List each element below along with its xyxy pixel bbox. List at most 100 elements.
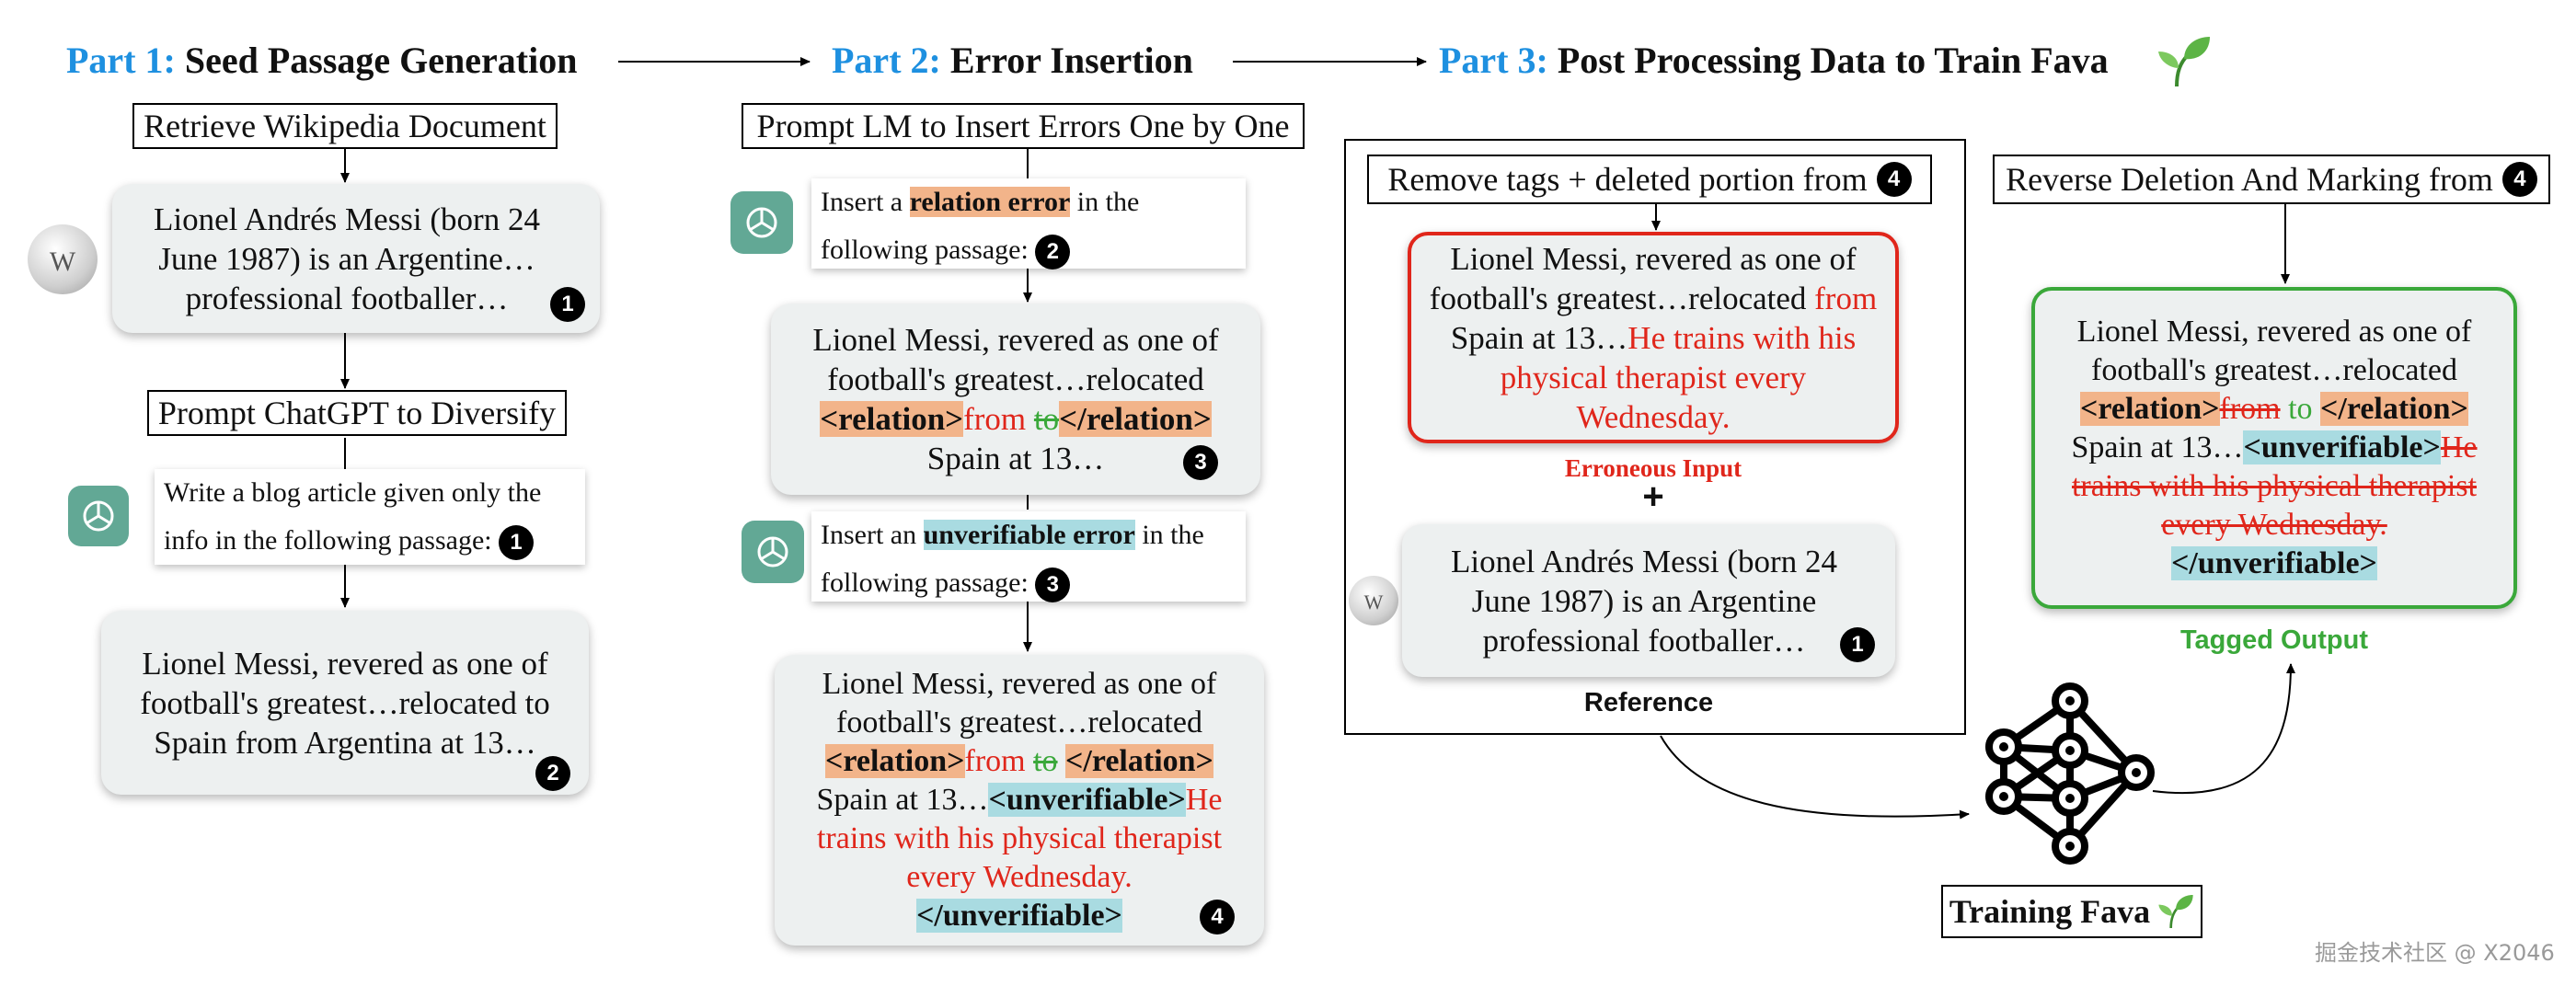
unverifiable-close-tag: </unverifiable> xyxy=(916,899,1122,933)
relation-to-struck: to xyxy=(1033,401,1060,437)
part2-title: Error Insertion xyxy=(949,40,1193,81)
wikipedia-passage-card: Lionel Andrés Messi (born 24 June 1987) … xyxy=(112,184,600,333)
err-line3b: He trains with his xyxy=(1627,319,1857,356)
part1-label: Part 1: xyxy=(66,40,176,81)
sprout-icon xyxy=(2158,37,2210,87)
part3-header: Part 3: Post Processing Data to Train Fa… xyxy=(1439,39,2109,82)
card3-line4: Spain at 13… xyxy=(926,441,1105,476)
number-badge-4: 4 xyxy=(2501,162,2537,197)
card3-line1: Lionel Messi, revered as one of xyxy=(812,322,1219,358)
relation-from-struck: from xyxy=(2219,392,2281,426)
insert-errors-box: Prompt LM to Insert Errors One by One xyxy=(742,103,1305,149)
relation-inserted-card: Lionel Messi, revered as one of football… xyxy=(771,304,1260,495)
relation-from: from xyxy=(964,744,1034,778)
unverifiable-open-tag: <unverifiable> xyxy=(2243,430,2441,464)
svg-text:W: W xyxy=(50,246,76,277)
number-badge-1: 1 xyxy=(499,525,535,561)
unverifiable-error-prompt: Insert an unverifiable error in the foll… xyxy=(811,511,1246,603)
number-badge-3: 3 xyxy=(1035,568,1071,603)
part3-title: Post Processing Data to Train Fava xyxy=(1557,40,2109,81)
err-line1: Lionel Messi, revered as one of xyxy=(1450,240,1857,277)
tagged-output-label: Tagged Output xyxy=(2179,625,2369,655)
part2-header: Part 2: Error Insertion xyxy=(832,39,1193,82)
card4-red2: every Wednesday. xyxy=(906,860,1133,894)
err-line2a: football's greatest…relocated xyxy=(1429,280,1815,316)
relation-to: to xyxy=(2288,392,2313,426)
unverifiable-inserted-card: Lionel Messi, revered as one of football… xyxy=(775,655,1264,946)
relation-error-prompt: Insert a relation error in the following… xyxy=(811,178,1246,270)
training-fava-box: Training Fava xyxy=(1941,885,2202,938)
plus-sign: + xyxy=(1642,476,1664,517)
relation-prompt-pre: Insert a xyxy=(821,187,910,217)
relation-close-tag: </relation> xyxy=(1065,744,1213,778)
number-badge-4: 4 xyxy=(1876,162,1912,197)
card3-line2: football's greatest…relocated xyxy=(827,361,1204,397)
retrieve-wikipedia-box: Retrieve Wikipedia Document xyxy=(132,103,558,149)
number-badge-4: 4 xyxy=(1200,900,1235,934)
part1-title: Seed Passage Generation xyxy=(184,40,578,81)
diversify-prompt-text: Write a blog article given only the info… xyxy=(164,477,542,556)
relation-error-tag: relation error xyxy=(909,187,1071,217)
out-red2-struck: every Wednesday. xyxy=(2161,508,2387,542)
wikipedia-passage-text: Lionel Andrés Messi (born 24 June 1987) … xyxy=(154,201,540,316)
reverse-deletion-box: Reverse Deletion And Marking from 4 xyxy=(1993,155,2550,204)
seed-passage-card: Lionel Messi, revered as one of football… xyxy=(101,611,589,795)
relation-open-tag: <relation> xyxy=(825,744,965,778)
tagged-output-card: Lionel Messi, revered as one of football… xyxy=(2031,287,2517,609)
number-badge-3: 3 xyxy=(1183,445,1218,480)
reverse-deletion-text: Reverse Deletion And Marking from xyxy=(2006,161,2493,198)
relation-close-tag: </relation> xyxy=(1059,401,1212,437)
reference-label: Reference xyxy=(1583,688,1714,717)
erroneous-input-label: Erroneous Input xyxy=(1564,454,1742,482)
card4-he: He xyxy=(1185,783,1223,817)
number-badge-1: 1 xyxy=(550,287,585,322)
relation-open-tag: <relation> xyxy=(2080,392,2220,426)
err-line4: physical therapist every xyxy=(1500,359,1807,396)
reference-card: Lionel Andrés Messi (born 24 June 1987) … xyxy=(1402,524,1895,677)
openai-logo-icon xyxy=(742,521,804,583)
part2-label: Part 2: xyxy=(832,40,941,81)
out-line2: football's greatest…relocated xyxy=(2091,353,2457,387)
out-spain: Spain at 13… xyxy=(2071,430,2244,464)
number-badge-2: 2 xyxy=(535,756,570,791)
seed-passage-text: Lionel Messi, revered as one of football… xyxy=(140,645,550,761)
openai-logo-icon xyxy=(68,486,129,546)
out-red1-struck: trains with his physical therapist xyxy=(2071,469,2478,503)
diversify-prompt: Write a blog article given only the info… xyxy=(155,469,585,565)
card4-spain: Spain at 13… xyxy=(816,783,989,817)
number-badge-1: 1 xyxy=(1840,627,1875,662)
neural-network-icon xyxy=(1985,682,2155,865)
relation-from: from xyxy=(963,401,1034,437)
remove-tags-text: Remove tags + deleted portion from xyxy=(1387,161,1868,198)
unverifiable-error-tag: unverifiable error xyxy=(923,520,1135,550)
err-line5: Wednesday. xyxy=(1576,398,1731,435)
reference-text: Lionel Andrés Messi (born 24 June 1987) … xyxy=(1451,543,1837,659)
relation-to-struck: to xyxy=(1033,744,1058,778)
training-fava-label: Training Fava xyxy=(1949,893,2151,930)
watermark: 掘金技术社区 @ X2046 xyxy=(2315,940,2555,966)
svg-text:W: W xyxy=(1364,590,1384,613)
sprout-icon xyxy=(2158,895,2193,929)
card4-red1: trains with his physical therapist xyxy=(816,821,1223,855)
prompt-chatgpt-diversify-box: Prompt ChatGPT to Diversify xyxy=(147,390,567,436)
out-he-struck: He xyxy=(2440,430,2478,464)
unverifiable-prompt-post: in the following passage: xyxy=(821,520,1204,598)
err-line3a: Spain at 13… xyxy=(1450,319,1628,356)
part1-header: Part 1: Seed Passage Generation xyxy=(66,39,577,82)
unverifiable-close-tag: </unverifiable> xyxy=(2171,546,2377,580)
relation-open-tag: <relation> xyxy=(820,401,964,437)
relation-close-tag: </relation> xyxy=(2320,392,2468,426)
wikipedia-globe-icon: W xyxy=(28,224,98,294)
openai-logo-icon xyxy=(730,191,793,254)
erroneous-input-card: Lionel Messi, revered as one of football… xyxy=(1408,232,1899,443)
part3-label: Part 3: xyxy=(1439,40,1548,81)
relation-prompt-post: in the following passage: xyxy=(821,187,1140,265)
remove-tags-box: Remove tags + deleted portion from 4 xyxy=(1367,155,1932,204)
unverifiable-open-tag: <unverifiable> xyxy=(988,783,1186,817)
card4-line1: Lionel Messi, revered as one of xyxy=(822,667,1217,701)
err-line2b: from xyxy=(1814,280,1878,316)
wikipedia-globe-icon: W xyxy=(1349,576,1398,625)
unverifiable-prompt-pre: Insert an xyxy=(821,520,924,550)
card4-line2: football's greatest…relocated xyxy=(836,705,1202,740)
